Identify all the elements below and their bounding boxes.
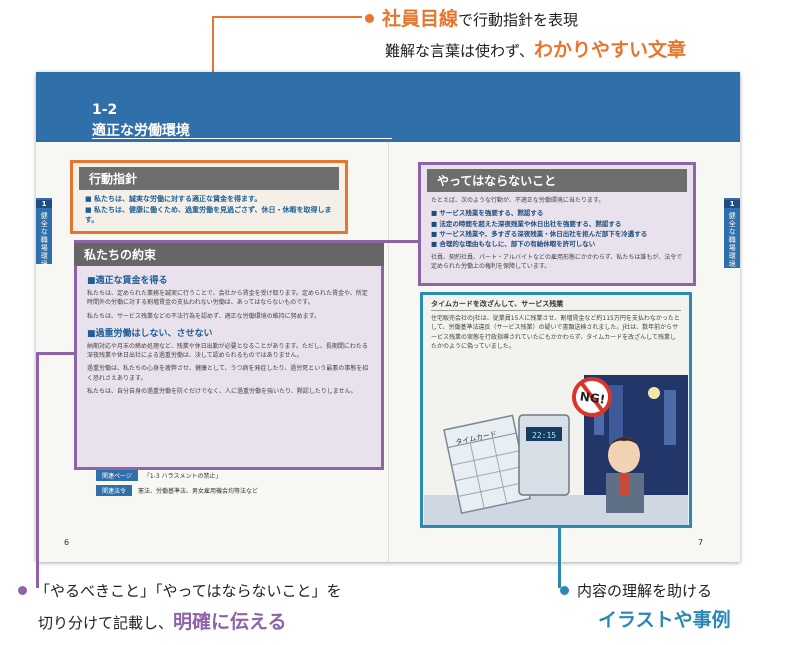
related-laws-value: 憲法、労働基準法、男女雇用機会均等法など <box>138 488 259 495</box>
donts-heading: やってはならないこと <box>427 169 687 192</box>
donts-item-1: ■ サービス残業を強要する、黙認する <box>431 209 544 218</box>
promise-heading: 私たちの約束 <box>74 243 384 266</box>
orange-bullet-icon <box>365 14 374 23</box>
section-title: 適正な労働環境 <box>92 123 190 139</box>
promise-p4: 過重労働は、私たちの心身を疲弊させ、健康として、うつ病を発症したり、過労死という… <box>87 365 369 382</box>
page-spine <box>388 142 389 562</box>
donts-intro: たとえば、次のような行動が、不適正な労働環境に当たります。 <box>431 197 605 204</box>
donts-item-2: ■ 法定の時間を超えた深夜残業や休日出社を強要する、黙認する <box>431 219 622 228</box>
purple-leader-h <box>36 352 76 355</box>
case-study-box: タイムカードを改ざんして、サービス残業 住宅販売会社のJ社は、従業員15人に残業… <box>420 292 692 528</box>
promise-p1: 私たちは、定められた業務を誠実に行うことで、会社から賃金を受け取ります。定められ… <box>87 290 368 307</box>
clock-time: 22:15 <box>532 431 556 440</box>
promise-p2: 私たちは、サービス残業などの不法行為を認めず、適正な労働環境の維持に努めます。 <box>87 312 320 320</box>
purple-bullet-icon <box>18 586 27 595</box>
promise-sub2: ■過重労働はしない、させない <box>87 328 213 339</box>
donts-item-3: ■ サービス残業や、多すぎる深夜残業・休日出社を拒んだ部下を冷遇する <box>431 230 648 239</box>
promise-sub1: ■適正な賃金を得る <box>87 276 168 286</box>
promise-p3: 納期対応や月末の締め処理など、残業や休日出勤が必要となることがあります。ただし、… <box>87 342 368 360</box>
callout-bl-line2: 切り分けて記載し、 <box>38 614 174 632</box>
overtime-illustration: タイムカード 22:15 NG! <box>424 375 688 525</box>
promise-box: 私たちの約束 ■適正な賃金を得る 私たちは、定められた業務を誠実に行うことで、会… <box>74 240 384 470</box>
page-number-right: 7 <box>698 538 704 547</box>
callout-top-highlight2: わかりやすい文章 <box>533 39 686 61</box>
page-number-left: 6 <box>64 538 70 547</box>
callout-top-text2: 難解な言葉は使わず、 <box>385 42 534 60</box>
callout-top-text1: で行動指針を表現 <box>458 11 579 29</box>
purple-connector-2 <box>418 240 421 286</box>
section-banner: 1-2 適正な労働環境 <box>36 72 740 142</box>
section-number: 1-2 <box>92 102 118 118</box>
promise-p5: 私たちは、自分自身の過重労働を防ぐだけでなく、人に過重労働を強いたり、黙認したり… <box>87 388 357 396</box>
callout-bl-highlight: 明確に伝える <box>173 611 287 633</box>
donts-box: やってはならないこと たとえば、次のような行動が、不適正な労働環境に当たります。… <box>418 162 696 286</box>
case-study-body: 住宅販売会社のJ社は、従業員15人に残業させ、割増賃金など約115万円を支払わな… <box>431 315 680 350</box>
related-pages: 関連ページ 「1-3 ハラスメントの禁止」 <box>96 470 221 481</box>
callout-br-line1: 内容の理解を助ける <box>577 582 713 600</box>
purple-connector-1 <box>381 240 421 243</box>
related-laws-label: 関連法令 <box>96 485 133 496</box>
title-underline <box>92 138 392 139</box>
callout-bl-line1: 「やるべきこと」「やってはならないこと」を <box>35 582 342 600</box>
blue-bullet-icon <box>560 586 569 595</box>
action-guideline-heading: 行動指針 <box>79 167 339 190</box>
related-pages-label: 関連ページ <box>96 470 138 481</box>
purple-connector-3 <box>418 283 696 286</box>
case-study-title: タイムカードを改ざんして、サービス残業 <box>431 299 681 311</box>
purple-leader-v <box>36 352 39 588</box>
action-guideline-bullet-2: ■ 私たちは、健康に働くため、過重労働を見過ごさず、休日・休暇を取得します。 <box>85 205 332 225</box>
ng-label: NG! <box>579 389 606 406</box>
blue-leader-v <box>558 528 561 588</box>
donts-outro: 社員、契約社員、パート・アルバイトなどの雇用形態にかかわらず、私たちは誰もが、法… <box>431 253 683 271</box>
callout-top-highlight1: 社員目線 <box>382 8 459 30</box>
action-guideline-bullet-1: ■ 私たちは、誠実な労働に対する適正な賃金を得ます。 <box>85 195 262 203</box>
callout-bottom-left: 「やるべきこと」「やってはならないこと」を 切り分けて記載し、明確に伝える <box>18 580 418 634</box>
side-tab-left: 1 健全な職場環境 <box>36 198 52 268</box>
donts-item-4: ■ 合理的な理由もなしに、部下の有給休暇を許可しない <box>431 240 596 249</box>
callout-bottom-right: 内容の理解を助ける イラストや事例 <box>560 580 780 632</box>
related-pages-value: 「1-3 ハラスメントの禁止」 <box>143 473 222 480</box>
callout-br-highlight: イラストや事例 <box>598 609 731 631</box>
orange-leader-h <box>212 16 362 18</box>
action-guideline-box: 行動指針 ■ 私たちは、誠実な労働に対する適正な賃金を得ます。 ■ 私たちは、健… <box>70 160 348 234</box>
callout-top: 社員目線 で行動指針を表現 難解な言葉は使わず、わかりやすい文章 <box>365 4 780 62</box>
related-laws: 関連法令 憲法、労働基準法、男女雇用機会均等法など <box>96 485 258 496</box>
side-tab-right: 1 健全な職場環境 <box>724 198 740 268</box>
